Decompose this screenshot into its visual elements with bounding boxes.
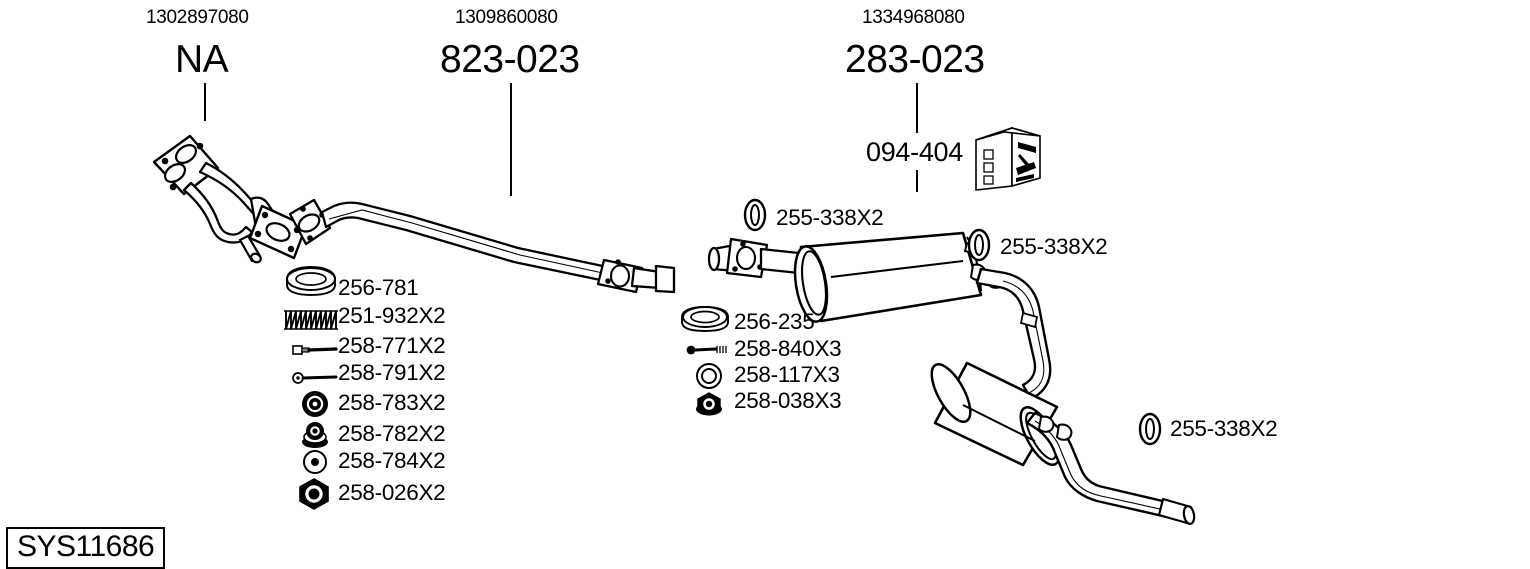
left-part-label-6: 258-784X2	[338, 448, 446, 473]
left-part-label-5: 258-782X2	[338, 421, 446, 446]
left-part-label-7: 258-026X2	[338, 480, 446, 505]
leader-line-centre-pipe	[510, 83, 512, 196]
hanger-label-lower-right: 255-338X2	[1170, 416, 1278, 441]
middle-part-label-1: 258-840X3	[734, 336, 842, 361]
left-part-label-4: 258-783X2	[338, 390, 446, 415]
rubber-hanger-icon	[1138, 412, 1162, 446]
centre-pipe-drawing	[288, 198, 676, 294]
front-pipe-drawing	[152, 134, 308, 264]
bosal-box-icon	[975, 126, 1041, 191]
system-code-badge: SYS11686	[6, 527, 166, 569]
hanger-label-upper-right: 255-338X2	[1000, 234, 1108, 259]
rear-silencer-assembly-drawing	[707, 231, 1196, 526]
left-part-label-2: 258-771X2	[338, 333, 446, 358]
leader-line-rear-silencer	[916, 83, 918, 133]
kit-code-rear-silencer: 094-404	[866, 137, 963, 167]
left-part-label-0: 256-781	[338, 275, 419, 300]
ring-washer-icon	[696, 363, 722, 389]
rubber-hanger-icon	[743, 198, 767, 232]
hex-nut-icon	[299, 478, 329, 510]
bolt-long-icon	[292, 345, 338, 355]
leader-line-front-pipe	[204, 83, 206, 121]
stepped-bush-icon	[302, 422, 328, 448]
rubber-hanger-icon	[967, 228, 991, 262]
middle-part-label-2: 258-117X3	[734, 362, 840, 387]
oem-number-rear-silencer: 1334968080	[862, 7, 965, 28]
left-part-label-3: 258-791X2	[338, 360, 446, 385]
thin-washer-icon	[303, 450, 327, 474]
bolt-stud-icon	[686, 345, 727, 355]
part-code-front-pipe: NA	[175, 38, 229, 81]
hanger-label-upper-centre: 255-338X2	[776, 205, 884, 230]
gasket-oval-icon	[681, 306, 729, 332]
flange-nut-icon	[696, 392, 722, 416]
oem-number-front-pipe: 1302897080	[146, 7, 249, 28]
left-part-label-1: 251-932X2	[338, 303, 446, 328]
gasket-ring-icon	[286, 266, 336, 296]
spring-icon	[284, 310, 338, 330]
middle-part-label-3: 258-038X3	[734, 388, 842, 413]
part-code-rear-silencer: 283-023	[845, 38, 985, 81]
bolt-short-icon	[292, 372, 338, 384]
leader-line-kit-code	[916, 170, 918, 192]
oem-number-centre-pipe: 1309860080	[455, 7, 558, 28]
washer-ring-icon	[302, 391, 328, 417]
middle-part-label-0: 256-235	[734, 309, 815, 334]
part-code-centre-pipe: 823-023	[440, 38, 580, 81]
